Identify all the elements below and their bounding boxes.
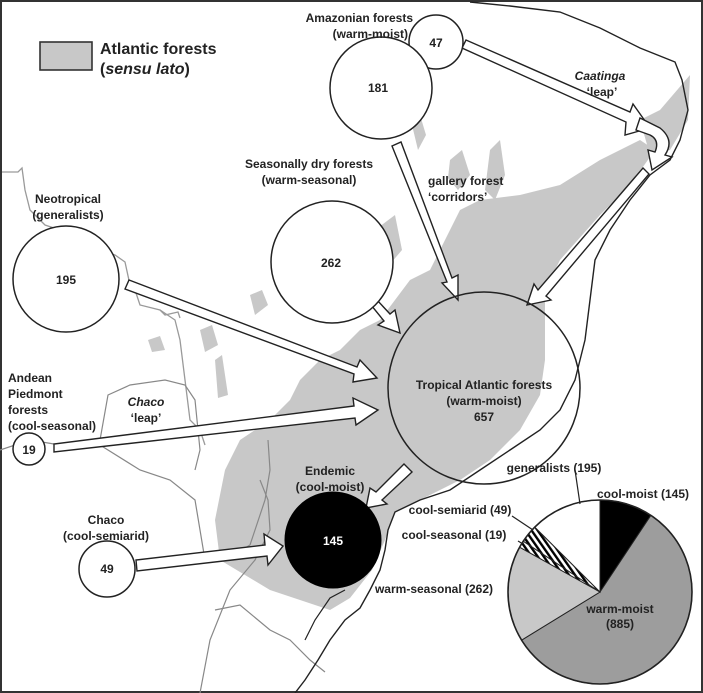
forest-fragment	[448, 150, 470, 190]
andean-title-line3: forests	[8, 403, 48, 417]
tropical-atlantic-circle	[387, 291, 581, 485]
caatinga-curve-arrow	[635, 117, 674, 172]
amazonian-47-circle	[408, 14, 464, 70]
endemic-count: 145	[323, 534, 343, 548]
caatinga-arrow	[461, 39, 652, 136]
seasonal-dry-circle	[270, 200, 394, 324]
generalists-leader	[574, 469, 581, 505]
cool-seasonal-leader	[517, 540, 524, 545]
pie-label-cool-moist: cool-moist (145)	[597, 487, 689, 501]
northeast-coastal-arrow	[525, 166, 650, 306]
pie-label-generalists: generalists (195)	[507, 461, 602, 475]
country-border	[159, 309, 181, 319]
country-border	[2, 166, 206, 446]
gallery-corridor-arrow	[391, 141, 459, 302]
seasonal-dry-count: 262	[321, 256, 341, 270]
pie-label-cool-seasonal: cool-seasonal (19)	[402, 528, 507, 542]
species-circles	[12, 14, 581, 598]
chaco-leap-arrow	[53, 396, 380, 453]
seasonal-dry-title: Seasonally dry forests	[245, 157, 373, 171]
neotropical-arrow	[124, 279, 379, 383]
amazonian-181-count: 181	[368, 81, 388, 95]
chaco-title: Chaco	[88, 513, 125, 527]
amazonian-subtitle: (warm-moist)	[333, 27, 408, 41]
neotropical-subtitle: (generalists)	[32, 208, 103, 222]
seasonal-dry-arrow	[370, 299, 401, 335]
neotropical-title: Neotropical	[35, 192, 101, 206]
neotropical-circle	[12, 225, 120, 333]
endemic-title: Endemic	[305, 464, 355, 478]
legend-subtitle: (sensu lato)	[100, 61, 190, 78]
endemic-circle	[284, 491, 382, 589]
gallery-corridors-label: ‘corridors’	[428, 190, 487, 204]
andean-circle	[12, 432, 46, 466]
pie-chart	[507, 499, 693, 685]
amazonian-181-circle	[329, 36, 433, 140]
forest-fragment	[250, 290, 268, 315]
tropical-subtitle: (warm-moist)	[446, 394, 521, 408]
chaco-subtitle: (cool-semiarid)	[63, 529, 149, 543]
andean-title-line2: Piedmont	[8, 387, 63, 401]
coastline-inland	[304, 589, 346, 641]
dispersal-arrows	[53, 39, 674, 572]
caatinga-leap-title: Caatinga	[575, 69, 626, 83]
andean-title-line4: (cool-seasonal)	[8, 419, 96, 433]
country-border	[214, 604, 326, 673]
seasonal-dry-subtitle: (warm-seasonal)	[262, 173, 357, 187]
andean-title-line1: Andean	[8, 371, 52, 385]
forest-fragment	[485, 140, 505, 200]
cool-semiarid-leader	[511, 515, 534, 531]
endemic-subtitle: (cool-moist)	[296, 480, 365, 494]
pie-labels: generalists (195) cool-moist (145) cool-…	[374, 461, 689, 631]
andean-count: 19	[22, 443, 36, 457]
amazonian-47-count: 47	[429, 36, 443, 50]
map-labels: Amazonian forests (warm-moist) 47 181 Ca…	[8, 11, 626, 576]
legend-title: Atlantic forests	[100, 41, 217, 58]
chaco-leap-title: Chaco	[128, 395, 165, 409]
neotropical-count: 195	[56, 273, 76, 287]
forest-fragment	[148, 336, 165, 352]
pie-label-warm-seasonal: warm-seasonal (262)	[374, 582, 493, 596]
chaco-to-endemic-arrow	[135, 532, 285, 572]
chaco-count: 49	[100, 562, 114, 576]
pie-outline	[507, 499, 693, 685]
gallery-forest-label: gallery forest	[428, 174, 503, 188]
coastline	[294, 1, 689, 693]
forest-fragment	[215, 355, 228, 398]
legend-swatch	[39, 41, 93, 71]
tropical-to-endemic-arrow	[365, 463, 414, 509]
caatinga-leap-word: ‘leap’	[587, 85, 618, 99]
forest-fragment	[540, 200, 560, 245]
pie-label-cool-semiarid: cool-semiarid (49)	[409, 503, 512, 517]
pie-label-warm-moist-value: (885)	[606, 617, 634, 631]
tropical-title: Tropical Atlantic forests	[416, 378, 553, 392]
country-border	[199, 479, 271, 693]
tropical-count: 657	[474, 410, 494, 424]
pie-label-warm-moist: warm-moist	[585, 602, 653, 616]
chaco-circle	[78, 540, 136, 598]
chaco-leap-word: ‘leap’	[131, 411, 162, 425]
chaco-border	[99, 379, 201, 471]
map-legend: Atlantic forests (sensu lato)	[39, 41, 217, 78]
forest-fragment	[200, 325, 218, 352]
amazonian-title: Amazonian forests	[306, 11, 414, 25]
